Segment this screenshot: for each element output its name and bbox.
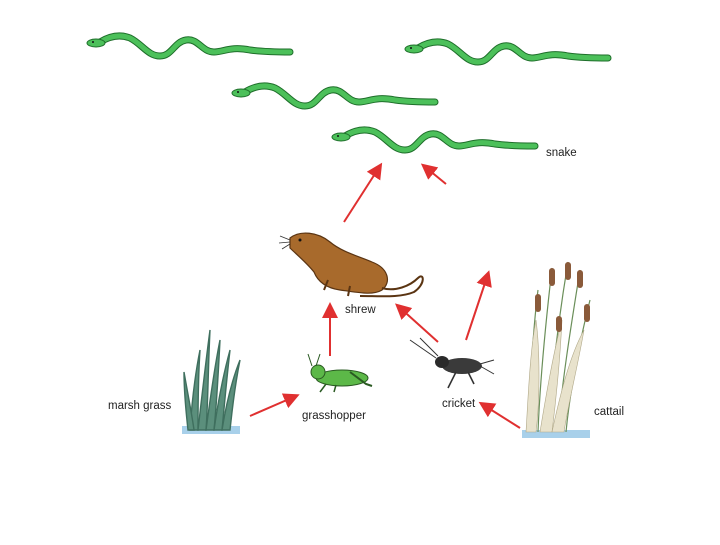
cattail-icon [522,262,590,438]
snake-icon [87,36,608,150]
arrow-cattail-to-cricket [482,404,520,428]
arrow-cricket-to-shrew [398,306,438,342]
label-cattail: cattail [594,406,624,418]
arrow-marsh-grass-to-grasshopper [250,396,296,416]
marsh-grass-icon [182,330,240,434]
shrew-icon [279,233,423,296]
arrow-cricket-to-snake [466,274,488,340]
arrow-shrew-to-snake [344,166,380,222]
label-grasshopper: grasshopper [302,410,366,422]
grasshopper-icon [308,354,372,392]
label-shrew: shrew [345,304,376,316]
cricket-icon [410,338,494,388]
arrow-cattail-to-snake [424,166,446,184]
label-snake: snake [546,147,577,159]
label-cricket: cricket [442,398,475,410]
label-marsh-grass: marsh grass [108,400,171,412]
